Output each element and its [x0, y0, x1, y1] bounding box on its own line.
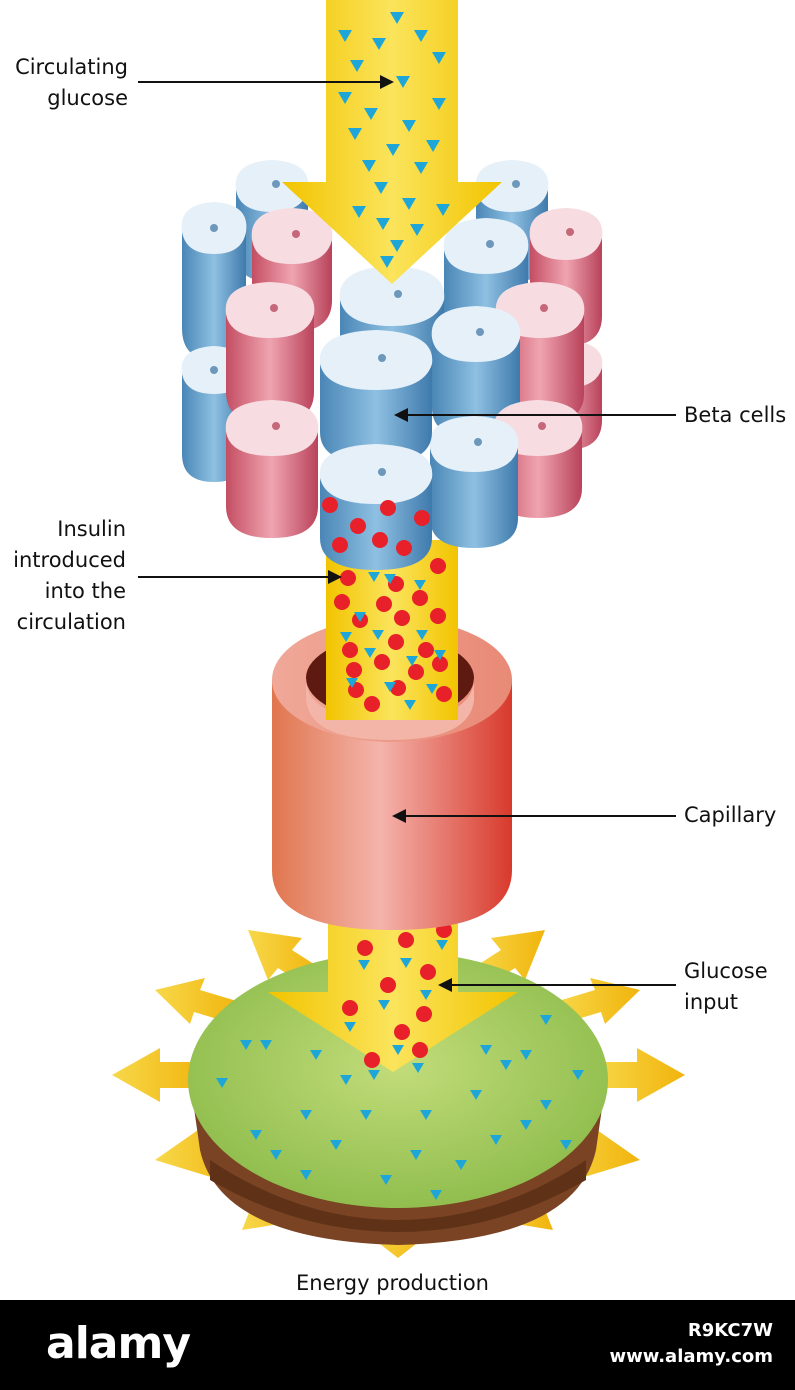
- pointer-lines: [138, 75, 676, 992]
- cell-glucose-markers: [216, 1015, 584, 1200]
- lower-glucose-markers: [344, 940, 448, 1080]
- label-insulin: Insulin introduced into the circulation: [13, 517, 126, 634]
- insulin-glucose-diagram: [112, 0, 685, 1258]
- insulin-markers: [334, 558, 452, 712]
- mid-glucose-markers: [340, 572, 446, 710]
- glucose-input-arrow: [268, 915, 518, 1072]
- label-energy-production: Energy production: [296, 1271, 489, 1295]
- circulating-glucose-arrow: [282, 0, 502, 284]
- label-beta-cells: Beta cells: [684, 403, 787, 427]
- label-circulating-glucose: Circulating glucose: [15, 55, 128, 110]
- circulating-glucose-markers: [338, 12, 450, 268]
- watermark-logo: alamy: [46, 1318, 191, 1369]
- beta-cell-cluster: [181, 160, 603, 570]
- lower-insulin-markers: [342, 922, 452, 1068]
- label-capillary: Capillary: [684, 803, 777, 827]
- cell-top-surface: [188, 952, 608, 1208]
- label-glucose-input: Glucose input: [684, 959, 768, 1014]
- watermark-image-id: R9KC7W www.alamy.com: [609, 1320, 773, 1367]
- watermark-bar: [0, 1300, 795, 1390]
